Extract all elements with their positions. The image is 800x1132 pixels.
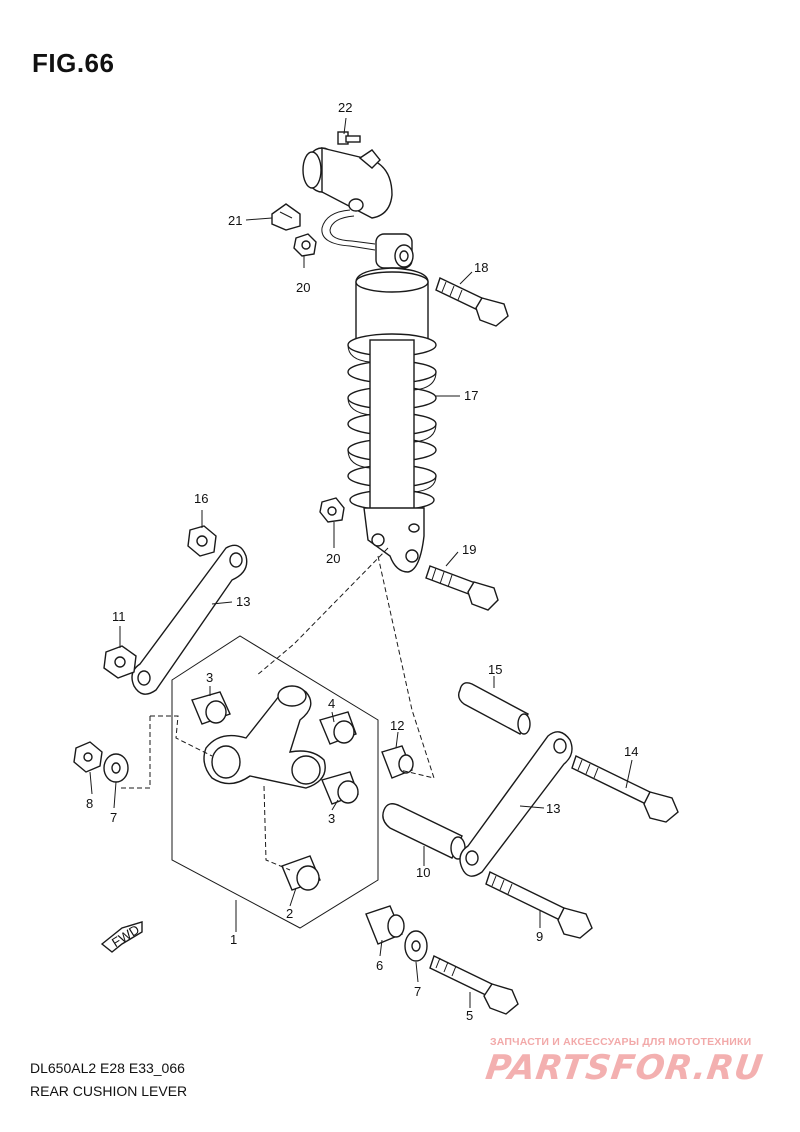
callout-3: 3 xyxy=(206,670,213,685)
section-title: REAR CUSHION LEVER xyxy=(30,1083,188,1099)
callout-5: 5 xyxy=(466,1008,473,1023)
bolt-18[interactable] xyxy=(435,277,509,327)
callout-14: 14 xyxy=(624,744,638,759)
sleeve-15[interactable] xyxy=(457,682,531,735)
callout-22: 22 xyxy=(338,100,352,115)
bearing-3-top[interactable] xyxy=(191,691,231,725)
callout-11: 11 xyxy=(112,609,126,624)
leader-lines xyxy=(89,117,633,1008)
collar-12[interactable] xyxy=(381,745,414,779)
bolt-14[interactable] xyxy=(571,755,679,823)
callout-2: 2 xyxy=(286,906,293,921)
bearing-3-bottom[interactable] xyxy=(321,771,359,805)
bearing-2[interactable] xyxy=(281,855,321,891)
bolt-9[interactable] xyxy=(485,871,593,939)
bolt-19[interactable] xyxy=(425,565,499,611)
nut-8[interactable] xyxy=(73,741,103,773)
cushion-lever[interactable] xyxy=(203,685,326,789)
callouts: 22 21 20 18 17 16 20 19 13 11 3 4 15 12 … xyxy=(86,100,638,1023)
callout-13: 13 xyxy=(236,594,250,609)
callout-19: 19 xyxy=(462,542,476,557)
callout-16: 16 xyxy=(194,491,208,506)
tie-rod-13-right[interactable] xyxy=(459,731,573,877)
callout-8: 8 xyxy=(86,796,93,811)
bolt-5[interactable] xyxy=(429,955,519,1015)
callout-13: 13 xyxy=(546,801,560,816)
lever-assembly-box xyxy=(171,635,379,929)
callout-15: 15 xyxy=(488,662,502,677)
clamp-21[interactable] xyxy=(271,203,301,231)
callout-1: 1 xyxy=(230,932,237,947)
callout-12: 12 xyxy=(390,718,404,733)
bearing-4[interactable] xyxy=(319,711,357,745)
callout-21: 21 xyxy=(228,213,242,228)
callout-9: 9 xyxy=(536,929,543,944)
sleeve-10[interactable] xyxy=(382,803,466,860)
shock-absorber[interactable] xyxy=(302,147,437,573)
callout-17: 17 xyxy=(464,388,478,403)
callout-18: 18 xyxy=(474,260,488,275)
callout-20: 20 xyxy=(296,280,310,295)
callout-7: 7 xyxy=(414,984,421,999)
callout-20: 20 xyxy=(326,551,340,566)
callout-10: 10 xyxy=(416,865,430,880)
callout-6: 6 xyxy=(376,958,383,973)
nut-16[interactable] xyxy=(187,525,217,557)
model-code: DL650AL2 E28 E33_066 xyxy=(30,1060,185,1076)
watermark-tagline: ЗАПЧАСТИ И АКСЕССУАРЫ ДЛЯ МОТОТЕХНИКИ xyxy=(490,1036,752,1048)
tie-rod-13-left[interactable] xyxy=(131,544,248,695)
watermark-logo: PARTSFOR.RU xyxy=(483,1048,766,1088)
fwd-arrow-icon: FWD xyxy=(100,921,143,953)
washer-7-right[interactable] xyxy=(404,930,428,962)
callout-4: 4 xyxy=(328,696,335,711)
washer-7-left[interactable] xyxy=(103,753,129,783)
nut-11[interactable] xyxy=(103,645,137,679)
bolt-22[interactable] xyxy=(337,131,361,145)
nut-20-bottom[interactable] xyxy=(319,497,345,523)
nut-20-top[interactable] xyxy=(293,233,317,257)
collar-6[interactable] xyxy=(365,905,405,945)
figure-title: FIG.66 xyxy=(32,48,115,78)
callout-3: 3 xyxy=(328,811,335,826)
callout-7: 7 xyxy=(110,810,117,825)
